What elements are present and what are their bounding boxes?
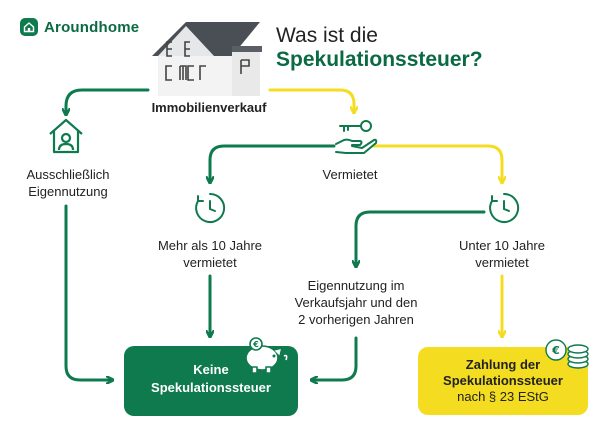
- node-sale: Immobilienverkauf: [151, 100, 267, 115]
- arrow-sale-to-own-use: [66, 88, 150, 112]
- house-icon: [152, 22, 262, 96]
- piggy-bank-icon: €: [245, 337, 288, 374]
- brand-logo: Aroundhome: [20, 18, 139, 36]
- arrow-rented-to-over10: [210, 144, 336, 180]
- arrow-rented-to-under10: [372, 144, 502, 180]
- arrow-own-use-to-no-tax: [64, 204, 110, 380]
- node-own-use-recent: Eigennutzung im Verkaufsjahr und den 2 v…: [294, 278, 418, 327]
- clock-icon: [489, 192, 520, 223]
- node-rented: Vermietet: [322, 167, 378, 182]
- coins-icon: €: [545, 339, 589, 369]
- brand-name: Aroundhome: [44, 18, 140, 36]
- arrow-sale-to-rented: [268, 88, 354, 110]
- clock-icon: [195, 192, 226, 223]
- node-under-10-years: Unter 10 Jahre vermietet: [459, 238, 545, 270]
- node-own-use: Ausschließlich Eigennutzung: [26, 167, 110, 199]
- svg-text:€: €: [252, 340, 259, 349]
- svg-text:€: €: [551, 344, 560, 357]
- house-person-icon: [49, 118, 83, 154]
- logo-house-icon: [20, 18, 38, 36]
- page-title-line2: Spekulationssteuer?: [276, 48, 483, 71]
- arrow-recent-use-to-no-tax: [314, 336, 358, 380]
- node-over-10-years: Mehr als 10 Jahre vermietet: [157, 238, 263, 270]
- page-title-line1: Was ist die: [276, 24, 378, 47]
- arrow-under10-to-recent-use: [356, 210, 486, 264]
- key-hand-icon: [335, 120, 378, 154]
